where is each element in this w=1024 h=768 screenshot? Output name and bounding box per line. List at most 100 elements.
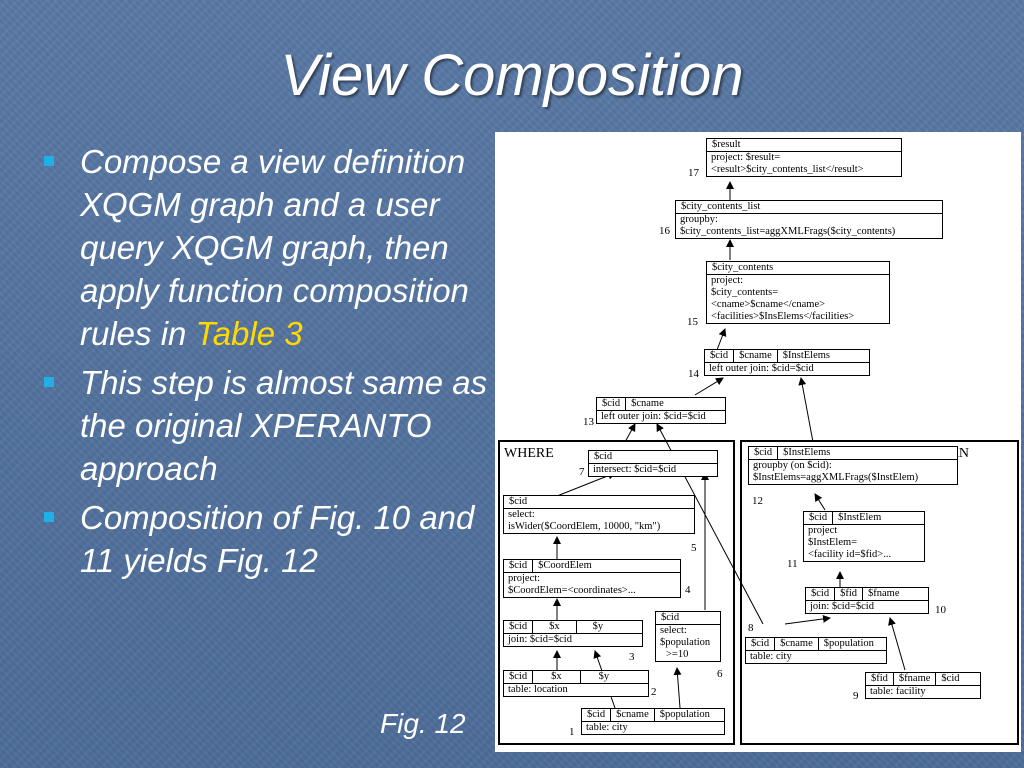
node-column: $cid [509, 496, 528, 507]
node-operation: <cname>$cname</cname> [711, 299, 826, 310]
node-number: 11 [787, 558, 798, 570]
node-operation: $city_contents_list=aggXMLFrags($city_co… [680, 226, 896, 237]
node-number: 7 [579, 466, 585, 478]
node-column: $InstElems [782, 350, 830, 361]
node-number: 15 [687, 316, 698, 328]
node-number: 9 [853, 690, 859, 702]
edge-7-13 [624, 423, 636, 443]
node-column: $x [533, 671, 581, 683]
node-operation: project: $result= [711, 152, 781, 163]
node-column: $cid [504, 671, 534, 683]
node-16: $city_contents_list groupby: $city_conte… [675, 200, 943, 239]
node-column: $x [533, 621, 577, 633]
node-5: $cid select: isWider($CoordElem, 10000, … [503, 495, 695, 534]
node-column: $cid [705, 350, 735, 362]
node-operation: project: [508, 573, 541, 584]
node-3: $cid$x $y join: $cid=$cid [503, 620, 643, 647]
node-operation: <facilities>$InsElems</facilities> [711, 311, 855, 322]
slide-title: View Composition [280, 43, 744, 108]
node-14: $cid$cname $InstElems left outer join: $c… [704, 349, 870, 376]
node-number: 1 [569, 726, 575, 738]
edge-9-10 [888, 617, 906, 671]
node-column: $cid [661, 612, 680, 623]
node-column: $city_contents [712, 262, 774, 273]
node-number: 10 [935, 604, 946, 616]
node-column: $cname [611, 709, 655, 721]
node-column: $cid [806, 588, 836, 600]
bullet-item: Compose a view definition XQGM graph and… [42, 140, 492, 355]
node-6: $cid select: $population >=10 [655, 611, 721, 662]
node-operation: table: city [750, 651, 792, 662]
where-region [498, 440, 735, 745]
node-2: $cid$x $y table: location [503, 670, 649, 697]
node-column: $population [823, 638, 874, 649]
node-operation: table: location [508, 684, 568, 695]
node-column: $cid [582, 709, 612, 721]
node-operation: join: $cid=$cid [508, 634, 572, 645]
node-operation: >=10 [666, 649, 689, 660]
node-number: 17 [688, 167, 699, 179]
node-number: 4 [685, 584, 691, 596]
node-column: $cid [941, 673, 960, 684]
node-column: $y [598, 671, 610, 682]
edge-14-15 [716, 328, 727, 351]
node-operation: <result>$city_contents_list</result> [711, 164, 864, 175]
node-7: $cid intersect: $cid=$cid [588, 450, 718, 477]
node-8: $cid$cname $population table: city [745, 637, 887, 664]
node-column: $fname [894, 673, 937, 685]
node-column: $InstElem [838, 512, 882, 523]
node-operation: $city_contents= [711, 287, 779, 298]
node-11: $cid$InstElem project $InstElem= <facili… [803, 511, 925, 562]
node-operation: $population [660, 637, 711, 648]
edge-11-12 [814, 493, 826, 511]
node-column: $fid [835, 588, 863, 600]
node-column: $CoordElem [538, 560, 592, 571]
node-column: $cid [597, 398, 627, 410]
node-number: 6 [717, 668, 723, 680]
square-bullet-icon [44, 512, 54, 522]
node-operation: table: facility [870, 686, 926, 697]
node-13: $cid$cname left outer join: $cid=$cid [596, 397, 726, 424]
node-column: $cid [594, 451, 613, 462]
node-number: 3 [629, 651, 635, 663]
node-number: 14 [688, 368, 699, 380]
node-17: $result project: $result= <result>$city_… [706, 138, 902, 177]
node-9: $fid$fname $cid table: facility [865, 672, 981, 699]
node-operation: join: $cid=$cid [810, 601, 874, 612]
node-column: $cid [504, 560, 534, 572]
bullet-highlight-link[interactable]: Table 3 [195, 315, 303, 352]
node-operation: table: city [586, 722, 628, 733]
where-label: WHERE [504, 446, 554, 461]
node-column: $cid [746, 638, 776, 650]
node-number: 8 [748, 622, 754, 634]
bullet-text: Composition of Fig. 10 and 11 yields Fig… [80, 499, 475, 579]
node-operation: select: [660, 625, 687, 636]
node-operation: intersect: $cid=$cid [593, 464, 677, 475]
bullet-text: Compose a view definition XQGM graph and… [80, 143, 469, 352]
node-column: $fid [866, 673, 894, 685]
node-column: $population [659, 709, 710, 720]
node-4: $cid $CoordElem project: $CoordElem=<coor… [503, 559, 681, 598]
square-bullet-icon [44, 377, 54, 387]
node-number: 12 [752, 495, 763, 507]
edge-8-10 [784, 614, 831, 625]
node-operation: left outer join: $cid=$cid [709, 363, 814, 374]
node-column: $result [712, 139, 741, 150]
node-operation: project [808, 525, 838, 536]
edge-12-14 [798, 377, 814, 443]
node-operation: isWider($CoordElem, 10000, "km") [508, 521, 661, 532]
node-column: $cid [804, 512, 834, 524]
node-10: $cid$fid $fname join: $cid=$cid [805, 587, 929, 614]
node-operation: $CoordElem=<coordinates>... [508, 585, 636, 596]
bullet-item: Composition of Fig. 10 and 11 yields Fig… [42, 496, 492, 582]
node-column: $y [592, 621, 604, 632]
node-1: $cid$cname $population table: city [581, 708, 725, 735]
node-operation: $InstElems=aggXMLFrags($InstElem) [753, 472, 919, 483]
node-column: $cid [749, 447, 779, 459]
bullet-list: Compose a view definition XQGM graph and… [42, 140, 492, 588]
node-column: $cname [734, 350, 778, 362]
node-column: $fname [868, 588, 900, 599]
node-column: $cid [504, 621, 534, 633]
node-column: $cname [775, 638, 819, 650]
node-number: 5 [691, 542, 697, 554]
